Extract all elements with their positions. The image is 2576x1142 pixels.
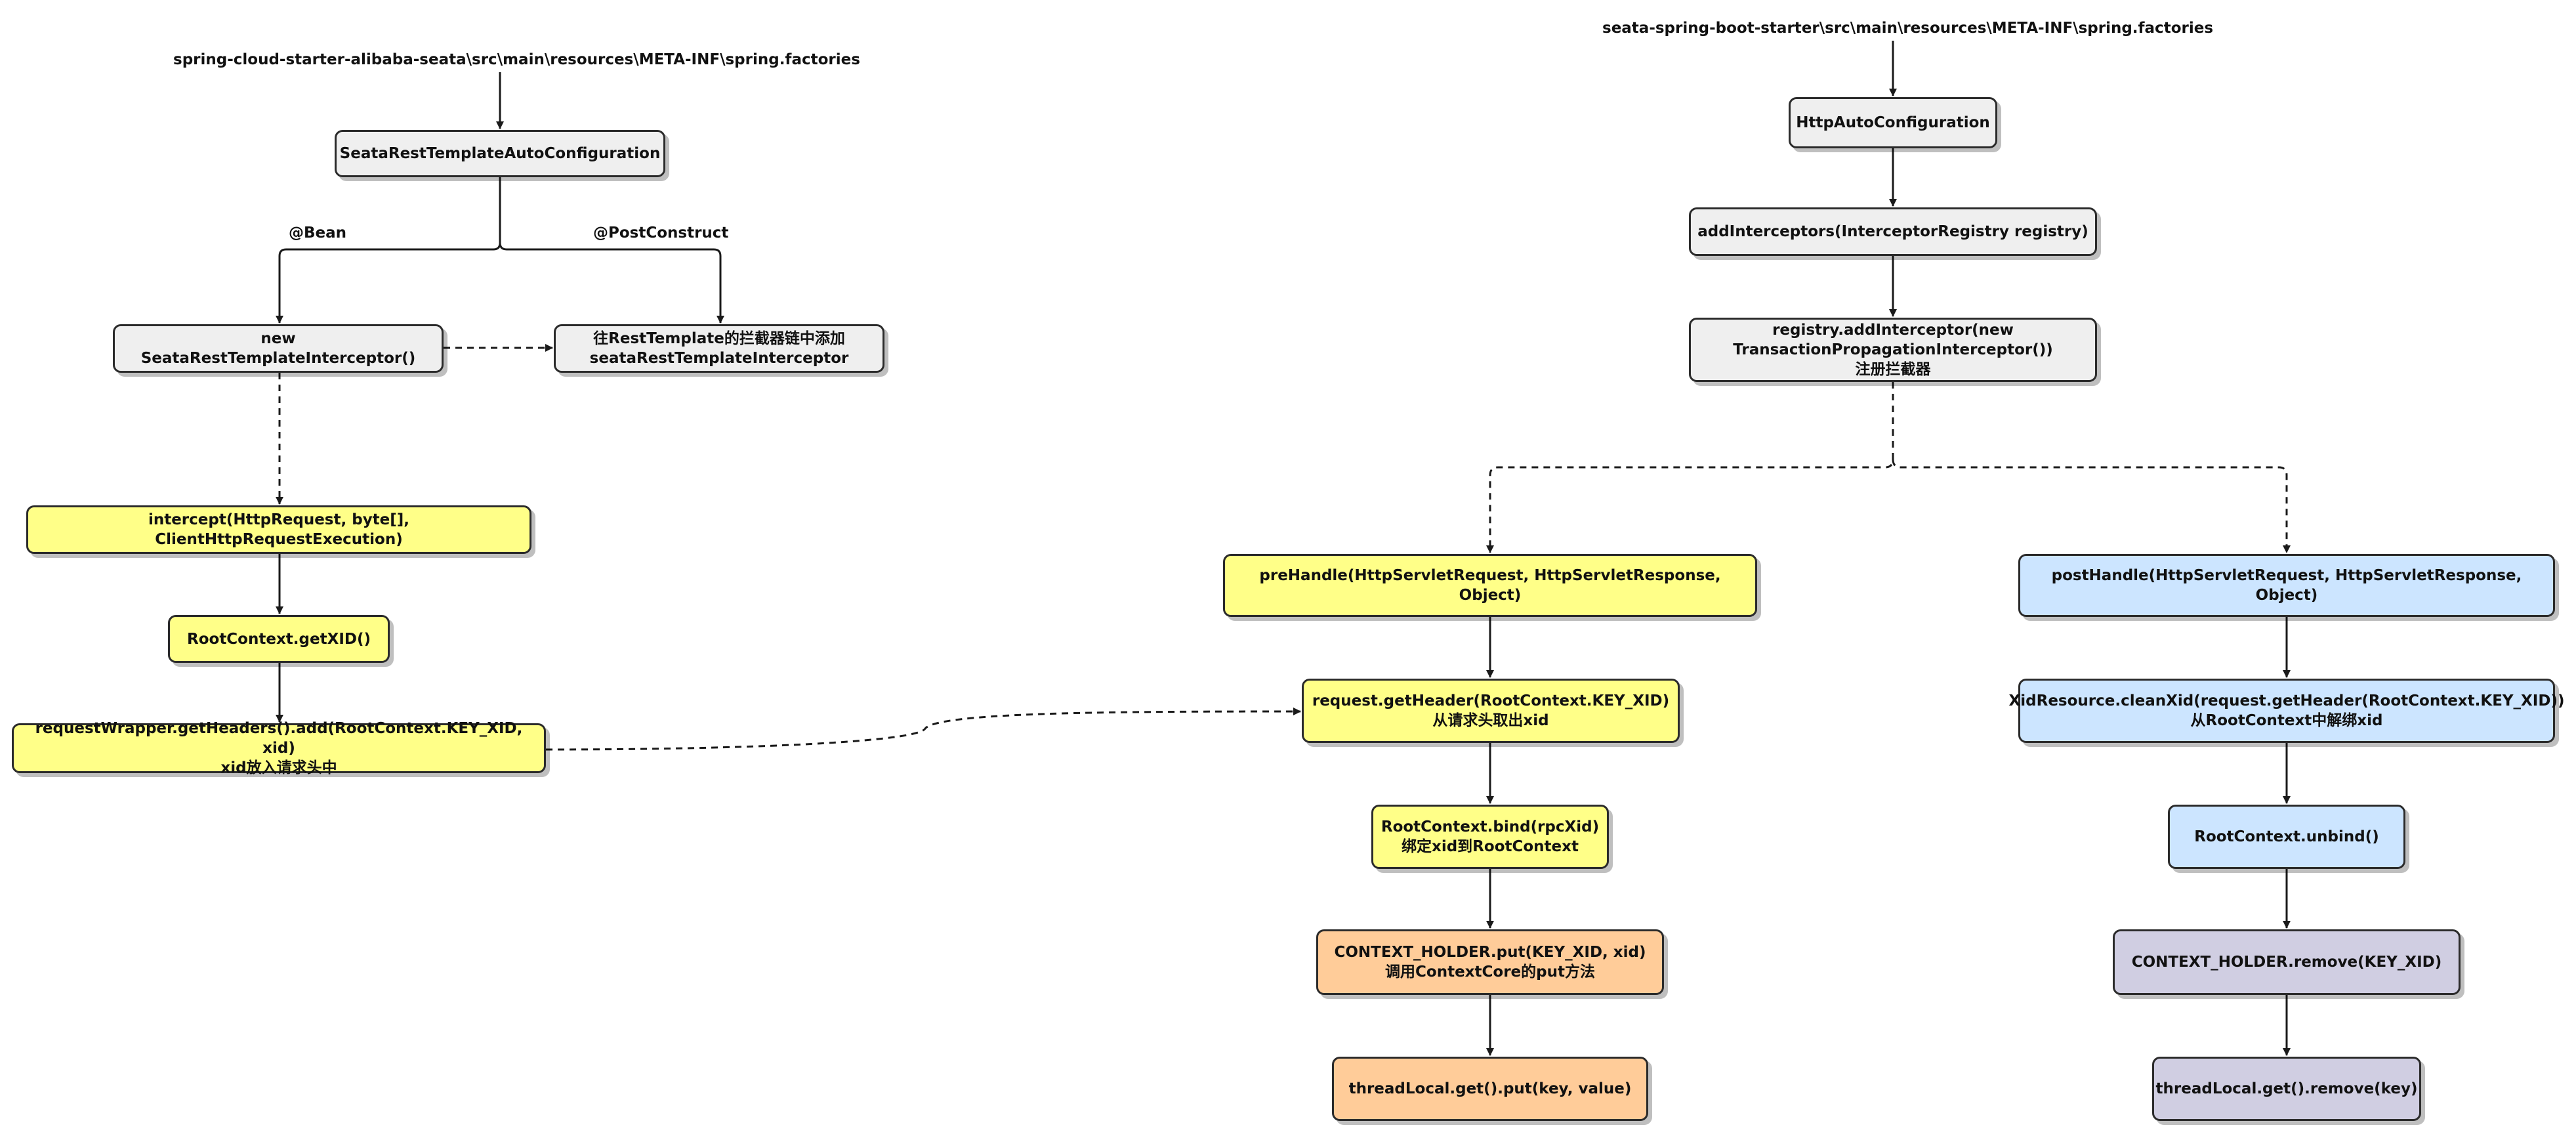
edge-registry-to-prehandle (1486, 382, 1894, 553)
bean-label: @Bean (289, 224, 347, 242)
node-request-get-header[interactable]: request.getHeader(RootContext.KEY_XID) 从… (1302, 679, 1680, 743)
node-root-context-get-xid[interactable]: RootContext.getXID() (168, 615, 390, 663)
node-root-context-bind[interactable]: RootContext.bind(rpcXid) 绑定xid到RootConte… (1371, 805, 1609, 869)
edge-registry-to-posthandle (1892, 459, 2291, 553)
node-xid-resource-clean-xid[interactable]: XidResource.cleanXid(request.getHeader(R… (2009, 679, 2564, 743)
node-thread-local-remove[interactable]: threadLocal.get().remove(key) (2152, 1057, 2421, 1121)
node-http-auto-configuration[interactable]: HttpAutoConfiguration (1789, 97, 1997, 148)
node-thread-local-put[interactable]: threadLocal.get().put(key, value) (1332, 1057, 1648, 1121)
node-context-holder-put[interactable]: CONTEXT_HOLDER.put(KEY_XID, xid) 调用Conte… (1316, 929, 1664, 995)
right-source-path: seata-spring-boot-starter\src\main\resou… (1602, 20, 2214, 37)
node-intercept[interactable]: intercept(HttpRequest, byte[], ClientHtt… (26, 505, 531, 554)
node-registry-add-interceptor[interactable]: registry.addInterceptor(new TransactionP… (1689, 318, 2097, 382)
node-root-context-unbind[interactable]: RootContext.unbind() (2168, 805, 2405, 869)
node-add-to-interceptor-chain[interactable]: 往RestTemplate的拦截器链中添加 seataRestTemplateI… (554, 324, 884, 373)
left-source-path: spring-cloud-starter-alibaba-seata\src\m… (173, 51, 860, 68)
node-post-handle[interactable]: postHandle(HttpServletRequest, HttpServl… (2018, 554, 2555, 617)
node-new-seata-rest-template-interceptor[interactable]: new SeataRestTemplateInterceptor() (113, 324, 444, 373)
edge-addheader-to-getheader (545, 708, 1301, 751)
node-seata-rest-template-auto-configuration[interactable]: SeataRestTemplateAutoConfiguration (335, 130, 665, 177)
node-context-holder-remove[interactable]: CONTEXT_HOLDER.remove(KEY_XID) (2113, 929, 2461, 995)
edge-autoconfig-postconstruct (499, 242, 724, 324)
node-request-wrapper-add-header[interactable]: requestWrapper.getHeaders().add(RootCont… (12, 720, 546, 776)
postconstruct-label: @PostConstruct (593, 224, 729, 242)
node-add-interceptors[interactable]: addInterceptors(InterceptorRegistry regi… (1689, 207, 2097, 256)
node-pre-handle[interactable]: preHandle(HttpServletRequest, HttpServle… (1223, 554, 1757, 617)
edge-autoconfig-bean (276, 177, 501, 324)
